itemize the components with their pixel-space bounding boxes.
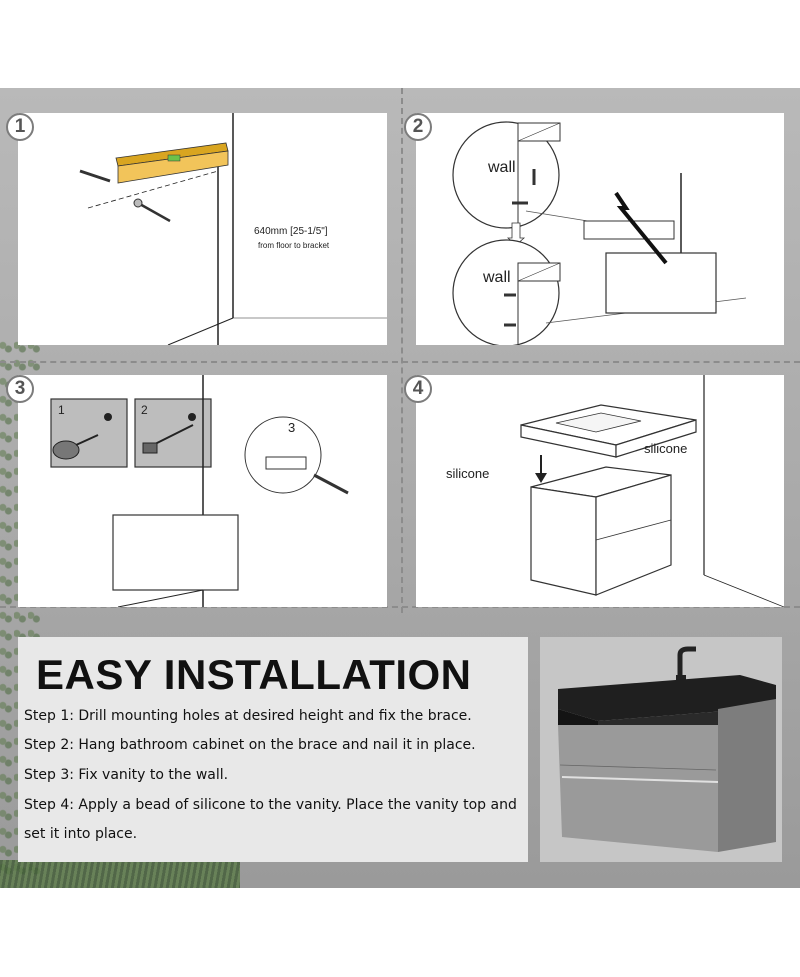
step-4-badge: 4 bbox=[404, 375, 432, 403]
step-4-text-continued: set it into place. bbox=[24, 826, 138, 842]
drill-icon bbox=[52, 434, 99, 460]
step-4-diagram bbox=[520, 375, 784, 607]
substep-1-label: 1 bbox=[58, 403, 65, 417]
step-3-panel: 1 2 3 bbox=[18, 375, 387, 607]
height-label: 640mm [25-1/5"] bbox=[254, 226, 328, 237]
product-photo bbox=[540, 637, 782, 862]
step-1-badge: 1 bbox=[6, 113, 34, 141]
step-2-badge: 2 bbox=[404, 113, 432, 141]
step-1-diagram bbox=[79, 113, 387, 345]
grass-decoration bbox=[0, 860, 240, 888]
step-4-text: Step 4: Apply a bead of silicone to the … bbox=[24, 797, 517, 813]
divider-horizontal-top bbox=[0, 361, 800, 363]
instructions-box: EASY INSTALLATION Step 1: Drill mounting… bbox=[18, 637, 528, 862]
step-1-panel: 640mm [25-1/5"] from floor to bracket bbox=[18, 113, 387, 345]
step-2-panel: wall wall bbox=[416, 113, 784, 345]
divider-vertical bbox=[401, 88, 403, 613]
screwdriver-icon bbox=[142, 424, 194, 454]
wall-label-top: wall bbox=[488, 159, 516, 176]
substep-3-label: 3 bbox=[288, 420, 296, 435]
wall-label-bottom: wall bbox=[483, 269, 511, 286]
page-title: EASY INSTALLATION bbox=[36, 651, 472, 698]
silicone-label-left: silicone bbox=[446, 466, 490, 481]
step-3-diagram bbox=[50, 375, 349, 607]
step-3-text: Step 3: Fix vanity to the wall. bbox=[24, 767, 229, 783]
step-1-text: Step 1: Drill mounting holes at desired … bbox=[24, 708, 472, 724]
step-4-panel: silicone silicone bbox=[416, 375, 784, 607]
vanity-illustration bbox=[540, 637, 782, 862]
spirit-level-icon bbox=[115, 142, 229, 184]
step-3-badge: 3 bbox=[6, 375, 34, 403]
substep-2-label: 2 bbox=[141, 403, 148, 417]
divider-horizontal-bottom bbox=[0, 606, 800, 608]
step-2-text: Step 2: Hang bathroom cabinet on the bra… bbox=[24, 737, 476, 753]
step-2-diagram bbox=[452, 121, 747, 345]
screw-icon bbox=[79, 169, 171, 223]
silicone-label-right: silicone bbox=[644, 441, 688, 456]
height-sublabel: from floor to bracket bbox=[258, 241, 330, 250]
